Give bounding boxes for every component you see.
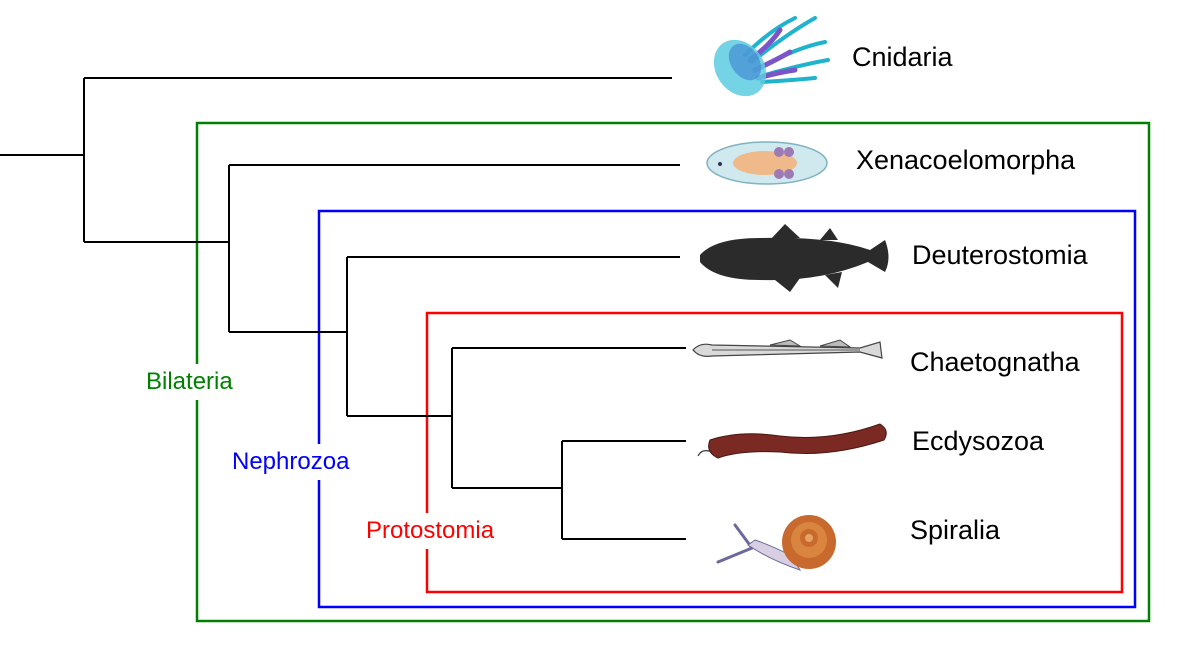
taxon-label-ecdysozoa: Ecdysozoa xyxy=(912,426,1045,456)
taxon-label-xenacoelomorpha: Xenacoelomorpha xyxy=(856,145,1076,175)
clade-label-nephrozoa: Nephrozoa xyxy=(232,444,350,480)
taxon-label-cnidaria: Cnidaria xyxy=(852,42,953,72)
taxon-label-deuterostomia: Deuterostomia xyxy=(912,240,1088,270)
clade-label-bilateria: Bilateria xyxy=(146,364,233,400)
coelacanth-fish-icon xyxy=(700,224,889,292)
millipede-icon xyxy=(697,423,887,459)
arrow-worm-icon xyxy=(692,339,883,359)
taxon-label-chaetognatha: Chaetognatha xyxy=(910,347,1080,377)
protostomia-box xyxy=(425,311,1124,594)
clade-label-protostomia: Protostomia xyxy=(366,513,495,549)
jellyfish-icon xyxy=(713,16,830,97)
nephrozoa-box xyxy=(317,209,1137,609)
acoel-worm-icon xyxy=(706,141,828,185)
snail-icon xyxy=(716,515,836,571)
taxon-label-spiralia: Spiralia xyxy=(910,515,1001,545)
branches xyxy=(0,77,686,540)
